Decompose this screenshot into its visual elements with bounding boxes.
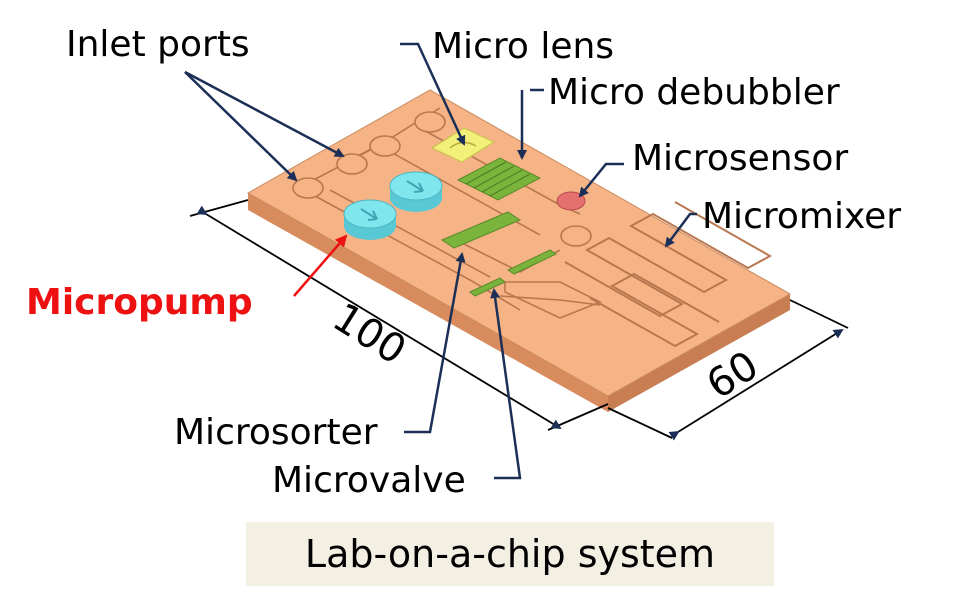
outlet-port [560,225,592,247]
label-microvalve: Microvalve [272,460,466,501]
inlet-ports [292,111,592,247]
microsensor [556,191,586,211]
inlet-port [292,177,324,199]
caption-text: Lab-on-a-chip system [304,532,716,576]
micropump-1 [343,199,397,240]
micromixer [564,201,773,348]
label-micromixer: Micromixer [702,196,901,237]
label-micro-lens: Micro lens [432,26,614,67]
debubbler-lines [465,161,531,197]
inlet-port [414,111,446,133]
micromixer-channel [564,201,773,348]
label-micropump: Micropump [26,282,253,323]
dimension-length: 100 [325,294,414,373]
dimension-lines [189,199,849,441]
micropump-2 [389,171,443,212]
micro-debubbler [456,157,542,201]
label-microsensor: Microsensor [632,138,848,179]
caption: Lab-on-a-chip system [246,522,774,586]
inlet-port [336,153,368,175]
label-microsorter: Microsorter [174,412,378,453]
label-inlet-ports: Inlet ports [66,24,250,65]
micropump-leader [293,234,348,297]
label-micro-debubbler: Micro debubbler [548,72,840,113]
pump-arrow-icon [406,180,424,193]
leader-lines [184,42,697,480]
inlet-port [369,135,401,157]
